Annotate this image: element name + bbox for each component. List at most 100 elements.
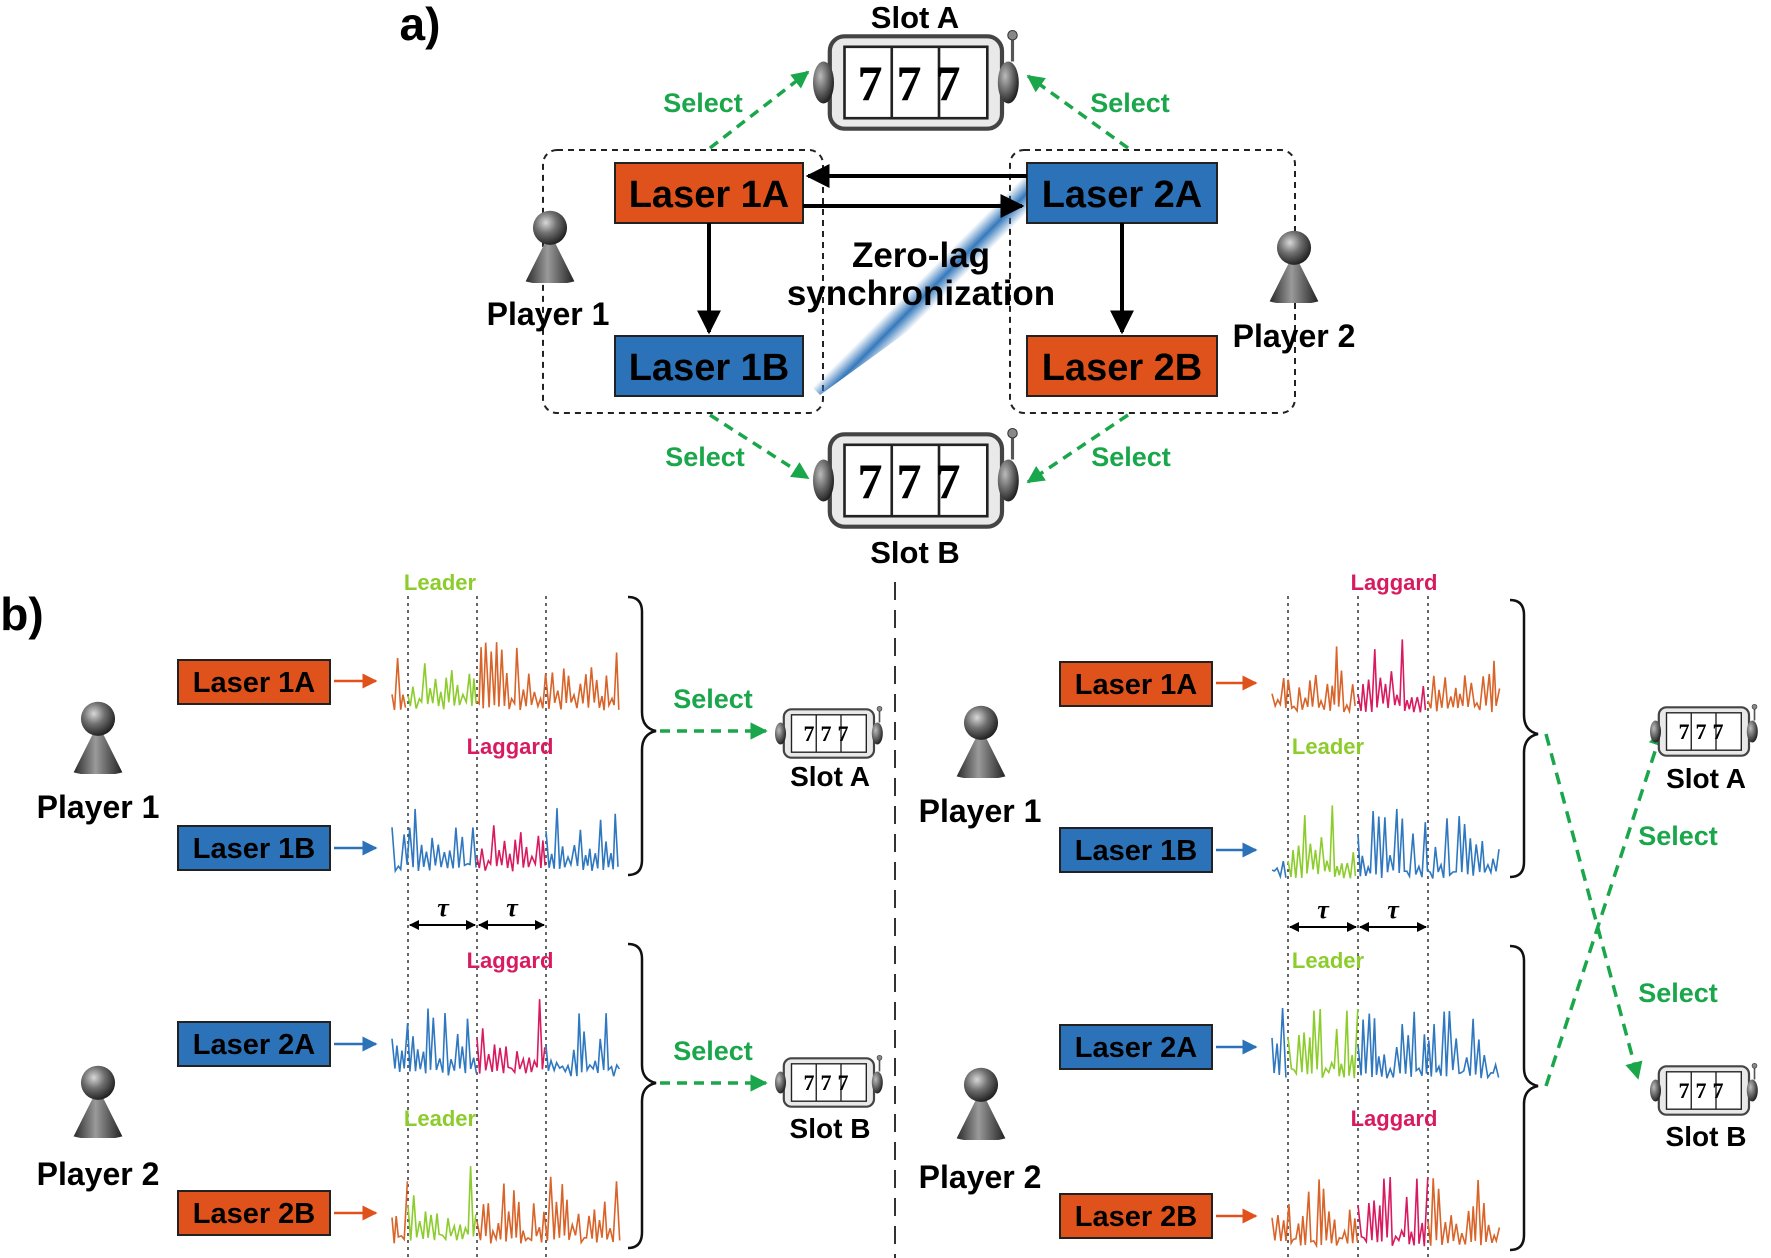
right-select-arrow-p2-to-slot-a bbox=[1544, 728, 1666, 1087]
right-tau-label-2: τ bbox=[1387, 895, 1400, 924]
laser-2a-label: Laser 2A bbox=[1042, 174, 1203, 216]
left-trace-2b-pre bbox=[391, 1181, 409, 1244]
player1-label: Player 1 bbox=[487, 296, 610, 332]
left-trace-2a-post bbox=[545, 1013, 621, 1077]
left-trace-2a-pre bbox=[391, 1008, 478, 1076]
left-role-2b: Leader bbox=[404, 1106, 477, 1131]
left-trace-1b-laggard bbox=[476, 825, 546, 872]
right-trace-2b-pre bbox=[1271, 1179, 1359, 1249]
panel-b-right: Laser 1A Laser 1B Laser 2A Laser 2B L bbox=[919, 570, 1759, 1258]
select-label-tl: Select bbox=[663, 88, 743, 118]
left-player2-pawn-icon bbox=[73, 1065, 123, 1138]
player2-label: Player 2 bbox=[1233, 318, 1356, 354]
left-laser-1a-box bbox=[177, 659, 331, 705]
left-laser-1a-label: Laser 1A bbox=[193, 667, 316, 699]
left-brace-player2 bbox=[627, 942, 657, 1250]
left-laser-2b-box bbox=[177, 1190, 331, 1236]
right-trace-1a-pre bbox=[1271, 646, 1356, 715]
left-laser-1b-box bbox=[177, 825, 331, 871]
select-arrow-p2-to-slot-b bbox=[1026, 413, 1129, 484]
slot-b-label: Slot B bbox=[870, 535, 960, 570]
select-arrow-p1-to-slot-a bbox=[708, 70, 810, 150]
right-player1-label: Player 1 bbox=[919, 793, 1042, 829]
right-slot-a-label: Slot A bbox=[1666, 763, 1746, 794]
left-trace-2b-leader bbox=[407, 1166, 477, 1242]
right-trace-1b-pre bbox=[1271, 860, 1287, 880]
right-brace-player2 bbox=[1509, 944, 1539, 1252]
left-player1-pawn-icon bbox=[73, 701, 123, 774]
laser-2b-label: Laser 2B bbox=[1042, 347, 1203, 389]
panel-a-label: a) bbox=[400, 0, 441, 50]
left-select-label-1: Select bbox=[673, 684, 753, 714]
right-laser-2b-label: Laser 2B bbox=[1075, 1201, 1198, 1233]
right-laser-2a-label: Laser 2A bbox=[1075, 1032, 1198, 1064]
left-laser-2a-label: Laser 2A bbox=[193, 1029, 316, 1061]
left-trace-2b-post bbox=[476, 1176, 621, 1245]
right-trace-1b-post bbox=[1357, 808, 1500, 879]
laser-1b-box bbox=[614, 335, 804, 397]
right-player1-pawn-icon bbox=[956, 705, 1006, 778]
right-laser-1b-box bbox=[1059, 827, 1213, 873]
right-slot-a-digits: 777 bbox=[1679, 719, 1730, 744]
select-label-bl: Select bbox=[665, 442, 745, 472]
zero-lag-label-line2: synchronization bbox=[787, 274, 1055, 313]
orange-sync-band bbox=[777, 175, 1072, 385]
right-trace-2a-leader bbox=[1287, 1008, 1359, 1079]
player1-group-box bbox=[542, 149, 824, 414]
right-laser-2a-box bbox=[1059, 1024, 1213, 1070]
panel-b-label: b) bbox=[0, 588, 43, 640]
left-role-1b: Laggard bbox=[467, 734, 554, 759]
select-label-br: Select bbox=[1091, 442, 1171, 472]
right-trace-2a-pre bbox=[1271, 1008, 1287, 1078]
left-tau-label-1: τ bbox=[437, 893, 450, 922]
right-trace-1b-leader bbox=[1287, 805, 1357, 879]
left-trace-1a-pre bbox=[391, 657, 407, 711]
right-laser-1a-box bbox=[1059, 661, 1213, 707]
zero-lag-label-line1: Zero-lag bbox=[852, 236, 990, 275]
laser-1a-label: Laser 1A bbox=[629, 174, 790, 216]
left-slot-b-label: Slot B bbox=[790, 1113, 871, 1144]
right-tau-label-1: τ bbox=[1317, 895, 1330, 924]
right-role-2b: Laggard bbox=[1351, 1106, 1438, 1131]
slot-a-digits: 777 bbox=[858, 55, 975, 111]
laser-2b-box bbox=[1026, 335, 1218, 397]
left-tau-label-2: τ bbox=[506, 893, 519, 922]
left-role-1a: Leader bbox=[404, 570, 477, 595]
left-laser-2a-box bbox=[177, 1021, 331, 1067]
right-role-2a: Leader bbox=[1292, 948, 1365, 973]
panel-b-left: Laser 1A Laser 1B Laser 2A Laser 2B bbox=[37, 570, 884, 1258]
left-brace-player1 bbox=[627, 595, 657, 877]
player1-pawn-icon bbox=[525, 210, 575, 283]
right-trace-1a-post bbox=[1427, 660, 1501, 713]
right-slot-b-label: Slot B bbox=[1666, 1121, 1747, 1152]
left-player1-label: Player 1 bbox=[37, 789, 160, 825]
panel-b: b) Laser 1A Laser 1B Laser 2A Laser 2B bbox=[0, 570, 1759, 1258]
left-laser-1b-label: Laser 1B bbox=[193, 833, 316, 865]
right-select-label-1: Select bbox=[1638, 821, 1718, 851]
left-select-label-2: Select bbox=[673, 1036, 753, 1066]
left-trace-1a-post bbox=[476, 642, 620, 711]
right-trace-2a-post bbox=[1357, 1010, 1500, 1080]
left-trace-1b-post bbox=[545, 808, 619, 871]
panel-a: a) Laser 1A Laser 2A Laser 1B Laser 2B Z… bbox=[400, 0, 1356, 570]
select-arrow-p2-to-slot-a bbox=[1026, 74, 1130, 150]
select-arrow-p1-to-slot-b bbox=[709, 413, 810, 480]
right-slot-b-digits: 777 bbox=[1679, 1078, 1730, 1103]
right-trace-2b-laggard bbox=[1357, 1176, 1429, 1247]
left-trace-2a-laggard bbox=[476, 999, 546, 1075]
slot-a-label: Slot A bbox=[871, 0, 959, 35]
laser-2a-box bbox=[1026, 162, 1218, 224]
left-slot-a-digits: 777 bbox=[804, 721, 855, 746]
right-role-1a: Laggard bbox=[1351, 570, 1438, 595]
right-trace-1a-laggard bbox=[1357, 639, 1427, 713]
right-trace-2b-post bbox=[1427, 1178, 1501, 1246]
right-player2-pawn-icon bbox=[956, 1067, 1006, 1140]
right-select-arrow-p1-to-slot-b bbox=[1544, 733, 1643, 1080]
right-select-label-2: Select bbox=[1638, 978, 1718, 1008]
left-trace-1b-pre bbox=[391, 808, 477, 874]
left-slot-b-digits: 777 bbox=[804, 1070, 855, 1095]
right-player2-label: Player 2 bbox=[919, 1159, 1042, 1195]
right-laser-1b-label: Laser 1B bbox=[1075, 835, 1198, 867]
laser-1a-box bbox=[614, 162, 804, 224]
